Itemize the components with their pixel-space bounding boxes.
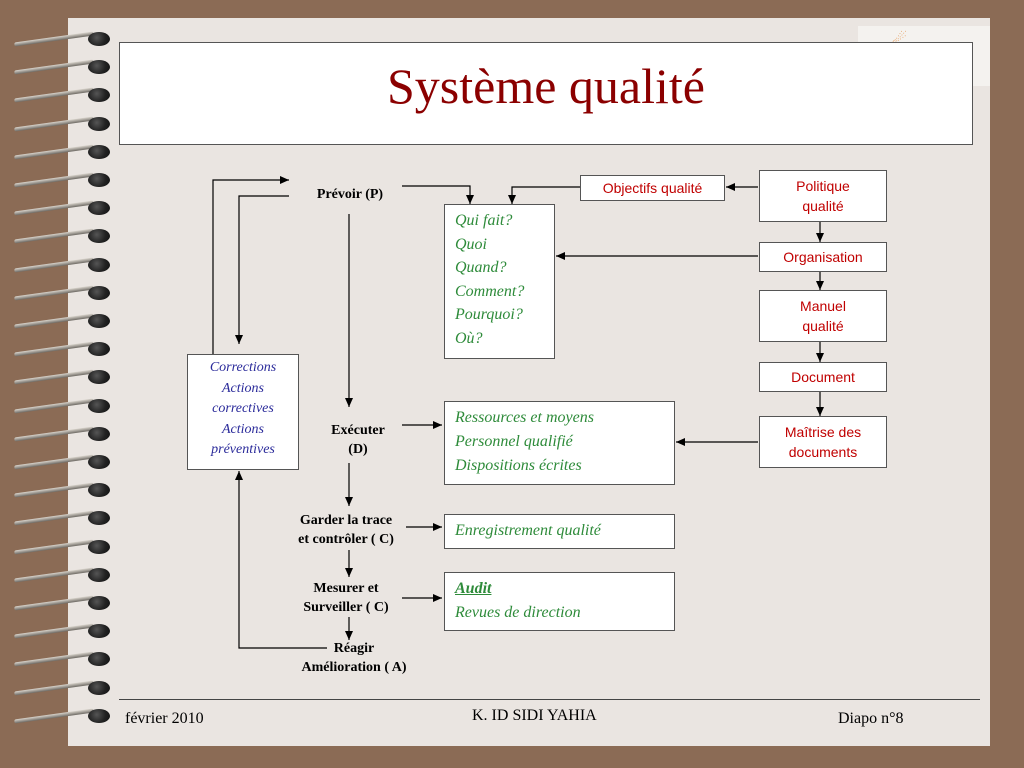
enregistrement-box: Enregistrement qualité bbox=[444, 514, 675, 549]
maitrise-box: Maîtrise des documents bbox=[759, 416, 887, 468]
arrow-prevoir-corrections bbox=[235, 195, 289, 344]
organisation-box: Organisation bbox=[759, 242, 887, 272]
spiral-hole bbox=[88, 483, 110, 498]
spiral-ring bbox=[14, 510, 110, 526]
spiral-hole bbox=[88, 201, 110, 216]
spiral-hole bbox=[88, 173, 110, 187]
audit-box: Audit Revues de direction bbox=[444, 572, 675, 631]
spiral-ring bbox=[14, 257, 110, 273]
spiral-ring bbox=[14, 144, 110, 160]
spiral-hole bbox=[88, 257, 110, 272]
arrow-objectifs-questions bbox=[508, 186, 580, 204]
audit-link[interactable]: Audit bbox=[455, 580, 492, 597]
spiral-ring bbox=[14, 539, 110, 555]
corrections-box: Corrections Actions correctives Actions … bbox=[187, 354, 299, 470]
arrow-reagir-corrections bbox=[235, 471, 327, 649]
objectifs-box: Objectifs qualité bbox=[580, 175, 725, 201]
spiral-hole bbox=[88, 116, 110, 131]
spiral-ring bbox=[14, 87, 110, 103]
spiral-hole bbox=[88, 342, 110, 357]
politique-box: Politique qualité bbox=[759, 170, 887, 222]
spiral-ring bbox=[14, 172, 110, 188]
prevoir-label: Prévoir (P) bbox=[316, 187, 384, 202]
spiral-ring bbox=[14, 285, 110, 301]
slide-title: Système qualité bbox=[387, 58, 705, 114]
arrow-prevoir-questions bbox=[402, 185, 474, 204]
spiral-hole bbox=[88, 426, 110, 441]
spiral-hole bbox=[88, 370, 110, 385]
spiral-hole bbox=[88, 708, 110, 723]
spiral-hole bbox=[88, 567, 110, 582]
spiral-hole bbox=[88, 144, 110, 159]
footer-date: février 2010 bbox=[125, 710, 204, 727]
spiral-hole bbox=[88, 229, 110, 244]
spiral-hole bbox=[88, 652, 110, 667]
questions-box: Qui fait? Quoi Quand? Comment? Pourquoi?… bbox=[444, 204, 555, 359]
title-box: Système qualité bbox=[119, 42, 973, 145]
spiral-ring bbox=[14, 680, 110, 696]
manuel-box: Manuel qualité bbox=[759, 290, 887, 342]
footer-divider bbox=[119, 699, 980, 700]
footer-slide-number: Diapo n°8 bbox=[838, 710, 904, 727]
spiral-hole bbox=[88, 285, 110, 300]
executer-label: Exécuter (D) bbox=[331, 423, 385, 457]
resources-box: Ressources et moyens Personnel qualifié … bbox=[444, 401, 675, 485]
spiral-ring bbox=[14, 567, 110, 583]
spiral-hole bbox=[88, 60, 110, 75]
spiral-hole bbox=[88, 314, 110, 328]
spiral-hole bbox=[88, 32, 110, 46]
garder-label: Garder la trace et contrôler ( C) bbox=[298, 513, 394, 547]
spiral-ring bbox=[14, 398, 110, 414]
spiral-ring bbox=[14, 623, 110, 639]
spiral-ring bbox=[14, 200, 110, 216]
spiral-ring bbox=[14, 116, 110, 132]
spiral-ring bbox=[14, 341, 110, 357]
spiral-hole bbox=[88, 511, 110, 526]
spiral-ring bbox=[14, 482, 110, 498]
spiral-hole bbox=[88, 88, 110, 103]
spiral-ring bbox=[14, 228, 110, 244]
spiral-ring bbox=[14, 708, 110, 724]
spiral-hole bbox=[88, 596, 110, 610]
spiral-ring bbox=[14, 426, 110, 442]
spiral-ring bbox=[14, 369, 110, 385]
reagir-label: Réagir Amélioration ( A) bbox=[301, 641, 407, 675]
mesurer-label: Mesurer et Surveiller ( C) bbox=[303, 581, 389, 615]
document-box: Document bbox=[759, 362, 887, 392]
spiral-ring bbox=[14, 31, 110, 47]
footer-author: K. ID SIDI YAHIA bbox=[472, 707, 597, 724]
spiral-ring bbox=[14, 595, 110, 611]
spiral-hole bbox=[88, 455, 110, 469]
spiral-ring bbox=[14, 313, 110, 329]
arrow-corrections-prevoir bbox=[212, 176, 289, 354]
spiral-ring bbox=[14, 59, 110, 75]
spiral-hole bbox=[88, 680, 110, 695]
spiral-hole bbox=[88, 398, 110, 413]
spiral-hole bbox=[88, 539, 110, 554]
spiral-hole bbox=[88, 624, 110, 639]
spiral-ring bbox=[14, 651, 110, 667]
spiral-ring bbox=[14, 454, 110, 470]
